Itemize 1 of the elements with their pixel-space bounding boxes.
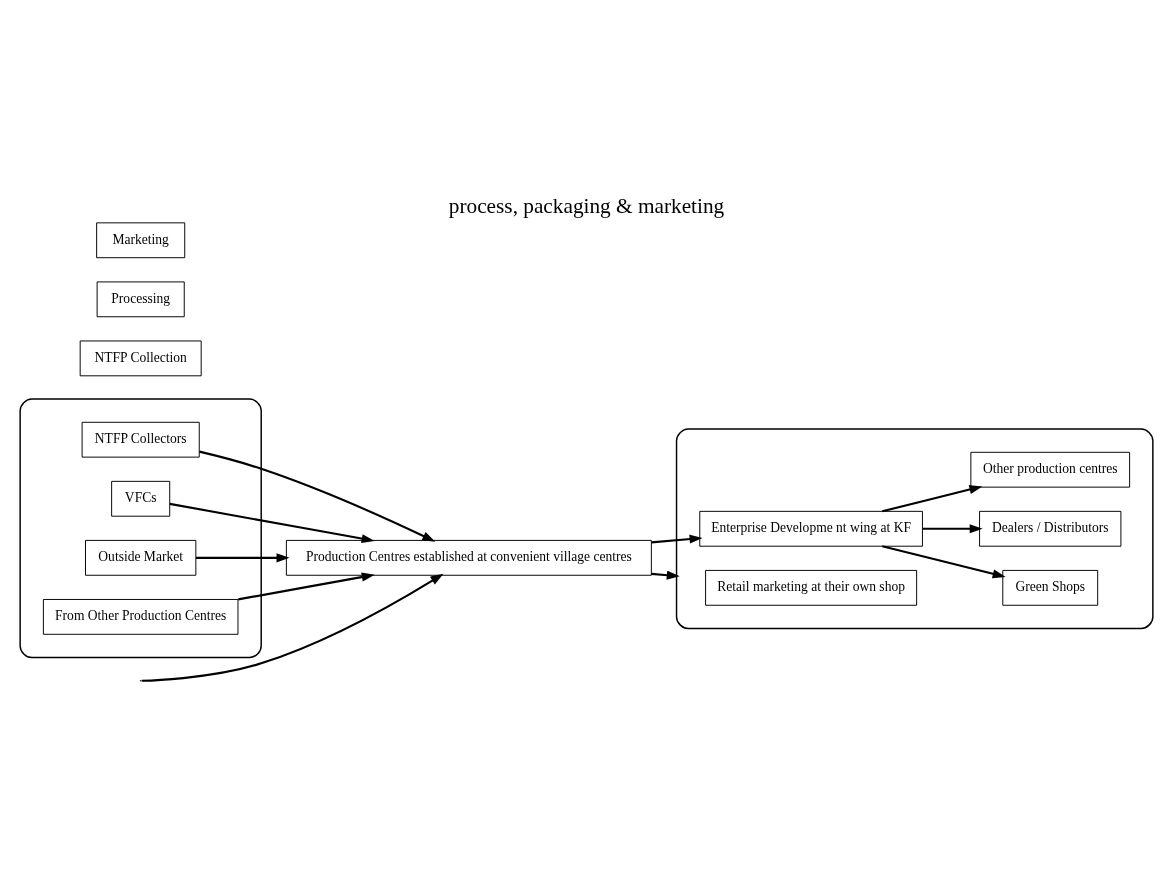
diagram-title: process, packaging & marketing [448,193,725,218]
